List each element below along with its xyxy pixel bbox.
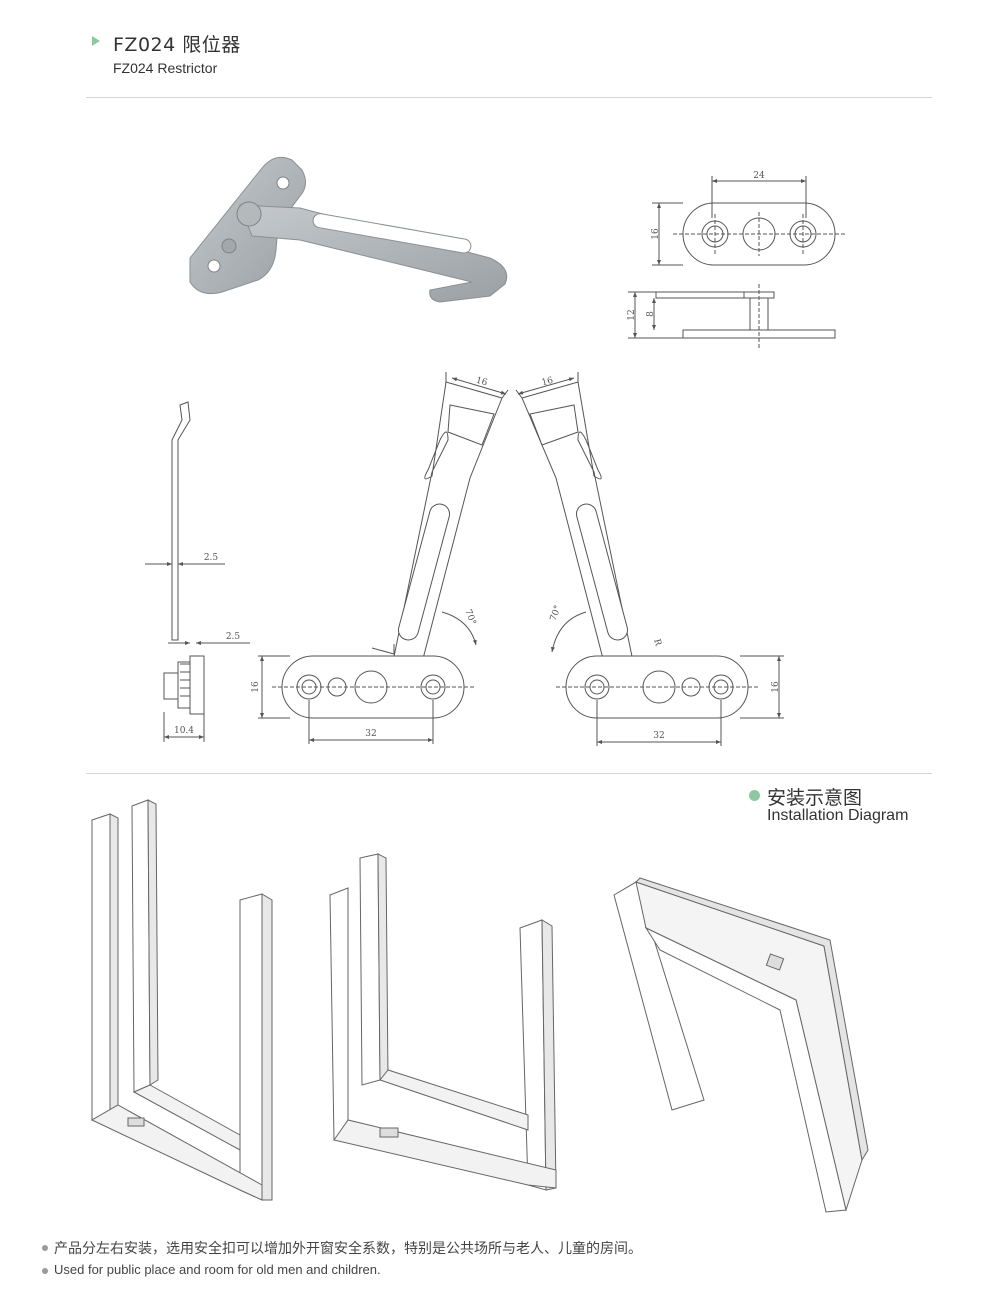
plate-side-view [628,284,836,348]
dim-thickness-b: 2.5 [226,632,241,642]
dim-side-depth: 10.4 [174,726,194,736]
left-arm-view [258,372,509,744]
profile-side-view [145,401,250,742]
dim-base-height-left: 16 [251,681,261,693]
product-title-en: FZ024 Restrictor [113,60,218,76]
dim-top-width: 24 [753,171,765,181]
dim-base-height-right: 16 [771,681,781,693]
note-cn: 产品分左右安装，选用安全扣可以增加外开窗安全系数，特别是公共场所与老人、儿童的房… [54,1241,642,1257]
dim-arm-width-left: 16 [475,376,489,389]
note-en: Used for public place and room for old m… [54,1262,381,1277]
installation-frame-3 [613,877,869,1213]
dim-thickness-a: 2.5 [204,553,219,563]
plate-top-view [652,176,845,266]
dim-side-inner: 8 [646,311,656,317]
dim-top-height: 16 [651,228,661,240]
installation-title-en: Installation Diagram [767,807,909,824]
mark-r: R [651,638,662,647]
installation-frame-2 [329,853,557,1191]
bullet-dot-icon [749,790,760,801]
dim-side-total: 12 [627,309,637,320]
dim-arm-width-right: 16 [541,376,555,389]
installation-title-cn: 安装示意图 [767,787,863,809]
divider-top [86,97,932,98]
product-title-cn: FZ024 限位器 [113,34,241,56]
installation-frame-1 [90,799,273,1201]
restrictor-render [189,156,508,303]
title-arrow-icon [92,36,100,46]
note-bullet-icon [42,1268,48,1274]
right-arm-view [515,372,784,746]
dim-base-span-left: 32 [365,729,376,739]
dim-angle-right: 70° [549,604,564,622]
dim-base-span-right: 32 [653,731,664,741]
divider-middle [86,773,932,774]
note-bullet-icon [42,1245,48,1251]
